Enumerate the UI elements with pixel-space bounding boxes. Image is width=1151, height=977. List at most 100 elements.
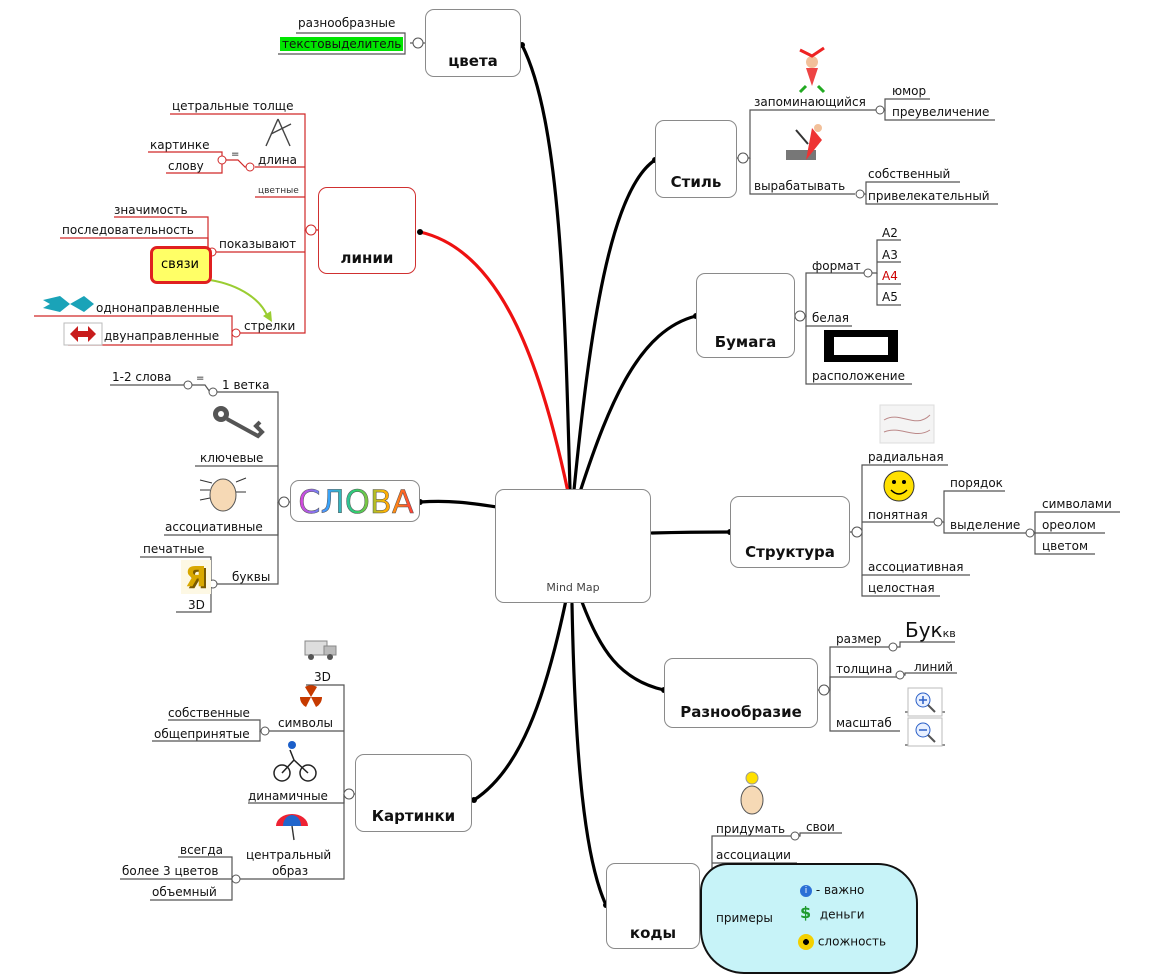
label-attractive: привелекательный — [868, 189, 990, 203]
label-money-text: деньги — [819, 907, 865, 922]
idea-head-icon — [740, 771, 764, 815]
words-title-text: СЛОВА — [298, 483, 414, 520]
branch-node-variety[interactable]: Разнообразие — [664, 658, 818, 728]
label-common-symbols: общепринятые — [154, 727, 250, 741]
branch-curve-style — [572, 158, 657, 492]
label-one-directional: однонаправленные — [96, 301, 220, 315]
key-icon — [213, 406, 265, 439]
branch-node-style[interactable]: Стиль — [655, 120, 737, 198]
branch-node-lines[interactable]: линии — [318, 187, 416, 274]
branch-curve-codes — [570, 602, 608, 907]
label-equals-lines: = — [231, 149, 240, 160]
letter-ya-glyph: Я — [185, 560, 207, 593]
label-a3: А3 — [882, 248, 898, 262]
label-length: длина — [258, 153, 297, 167]
label-word-length: слову — [168, 159, 204, 173]
label-a2: А2 — [882, 226, 898, 240]
branch-curve-structure — [650, 530, 732, 535]
label-colored: цветные — [258, 186, 299, 196]
label-3d-letters: 3D — [188, 598, 205, 612]
label-letters: буквы — [232, 570, 271, 584]
dollar-icon: $ — [800, 903, 812, 922]
branch-node-paper[interactable]: Бумага — [696, 273, 795, 358]
label-central-image-1: центральный — [246, 848, 332, 862]
label-order: порядок — [950, 476, 1003, 490]
cyclist-icon — [273, 741, 317, 782]
branch-node-codes[interactable]: коды — [606, 863, 700, 949]
label-picture-length: картинке — [150, 138, 210, 152]
label-size: размер — [836, 632, 882, 646]
label-bidirectional: двунаправленные — [104, 329, 220, 343]
label-always: всегда — [180, 843, 224, 857]
examples-cloud — [700, 863, 918, 974]
label-connections-highlight: связи — [150, 246, 212, 284]
label-associative-words: ассоциативные — [165, 520, 263, 534]
label-format: формат — [812, 259, 861, 273]
branch-node-colors[interactable]: цвета — [425, 9, 521, 77]
label-exaggeration: преувеличение — [892, 105, 990, 119]
label-humor: юмор — [892, 84, 927, 98]
label-significance: значимость — [114, 203, 188, 217]
label-complexity: сложность — [798, 934, 886, 950]
branch-curve-variety — [580, 600, 666, 692]
central-node-mind-map[interactable]: Mind Map — [495, 489, 651, 603]
compass-icon — [265, 118, 292, 147]
label-dynamic: динамичные — [248, 789, 328, 803]
words-rainbow-title: СЛОВА — [298, 483, 414, 520]
size-word-sub: кв — [942, 627, 956, 640]
label-own-symbols: собственные — [168, 706, 250, 720]
size-word-main: Бук — [905, 618, 943, 642]
label-symbols-emphasis: символами — [1042, 497, 1112, 511]
branch-title-colors: цвета — [448, 52, 498, 70]
zoom-out-icon — [907, 717, 943, 747]
label-clear: понятная — [868, 508, 928, 522]
radiation-icon — [299, 685, 323, 707]
label-thickness: толщина — [836, 662, 893, 676]
branch-curve-colors — [520, 43, 572, 492]
label-memorable: запоминающийся — [754, 95, 866, 109]
branch-node-pictures[interactable]: Картинки — [355, 754, 472, 832]
label-own-style: собственный — [868, 167, 951, 181]
smiley-icon — [883, 470, 915, 502]
label-lines-word: линий — [914, 660, 953, 674]
label-printed: печатные — [143, 542, 205, 556]
label-shows: показывают — [219, 237, 297, 251]
branch-title-paper: Бумага — [714, 333, 777, 351]
label-associative-structure: ассоциативная — [868, 560, 964, 574]
branch-node-structure[interactable]: Структура — [730, 496, 850, 568]
label-whole: целостная — [868, 581, 935, 595]
label-invent: придумать — [716, 822, 786, 836]
branch-title-structure: Структура — [745, 543, 835, 561]
branch-title-pictures: Картинки — [371, 807, 456, 825]
label-a5: А5 — [882, 290, 898, 304]
branch-node-words[interactable]: СЛОВА — [290, 480, 420, 522]
label-arrows: стрелки — [244, 319, 296, 333]
landscape-sheet-icon — [824, 330, 898, 362]
label-central-image-2: образ — [272, 864, 309, 878]
zoom-in-icon — [907, 687, 943, 717]
branch-curve-words — [418, 499, 499, 509]
branch-title-codes: коды — [629, 924, 677, 942]
truck-icon — [304, 640, 337, 660]
label-volumetric: объемный — [152, 885, 217, 899]
label-one-branch: 1 ветка — [222, 378, 270, 392]
branch-curve-lines — [418, 230, 570, 494]
label-one-two-words: 1-2 слова — [112, 370, 172, 384]
label-complexity-text: сложность — [817, 934, 887, 949]
label-symbols: символы — [278, 716, 334, 730]
label-3d-pictures: 3D — [314, 670, 331, 684]
branch-title-variety: Разнообразие — [680, 703, 802, 721]
label-highlighter: текстовыделитель — [280, 37, 404, 51]
label-diverse: разнообразные — [298, 16, 396, 30]
two-way-arrow-icon — [63, 322, 103, 346]
branch-curve-paper — [578, 314, 698, 494]
label-central-thicker: цетральные толще — [172, 99, 294, 113]
branch-title-lines: линии — [340, 249, 394, 267]
label-color-emphasis: цветом — [1042, 539, 1089, 553]
label-associations: ассоциации — [716, 848, 791, 862]
label-important: i - важно — [800, 883, 864, 897]
branch-curve-pictures — [472, 598, 568, 802]
label-money: $ деньги — [800, 903, 865, 924]
label-radial: радиальная — [868, 450, 944, 464]
label-sequence: последовательность — [62, 223, 194, 237]
